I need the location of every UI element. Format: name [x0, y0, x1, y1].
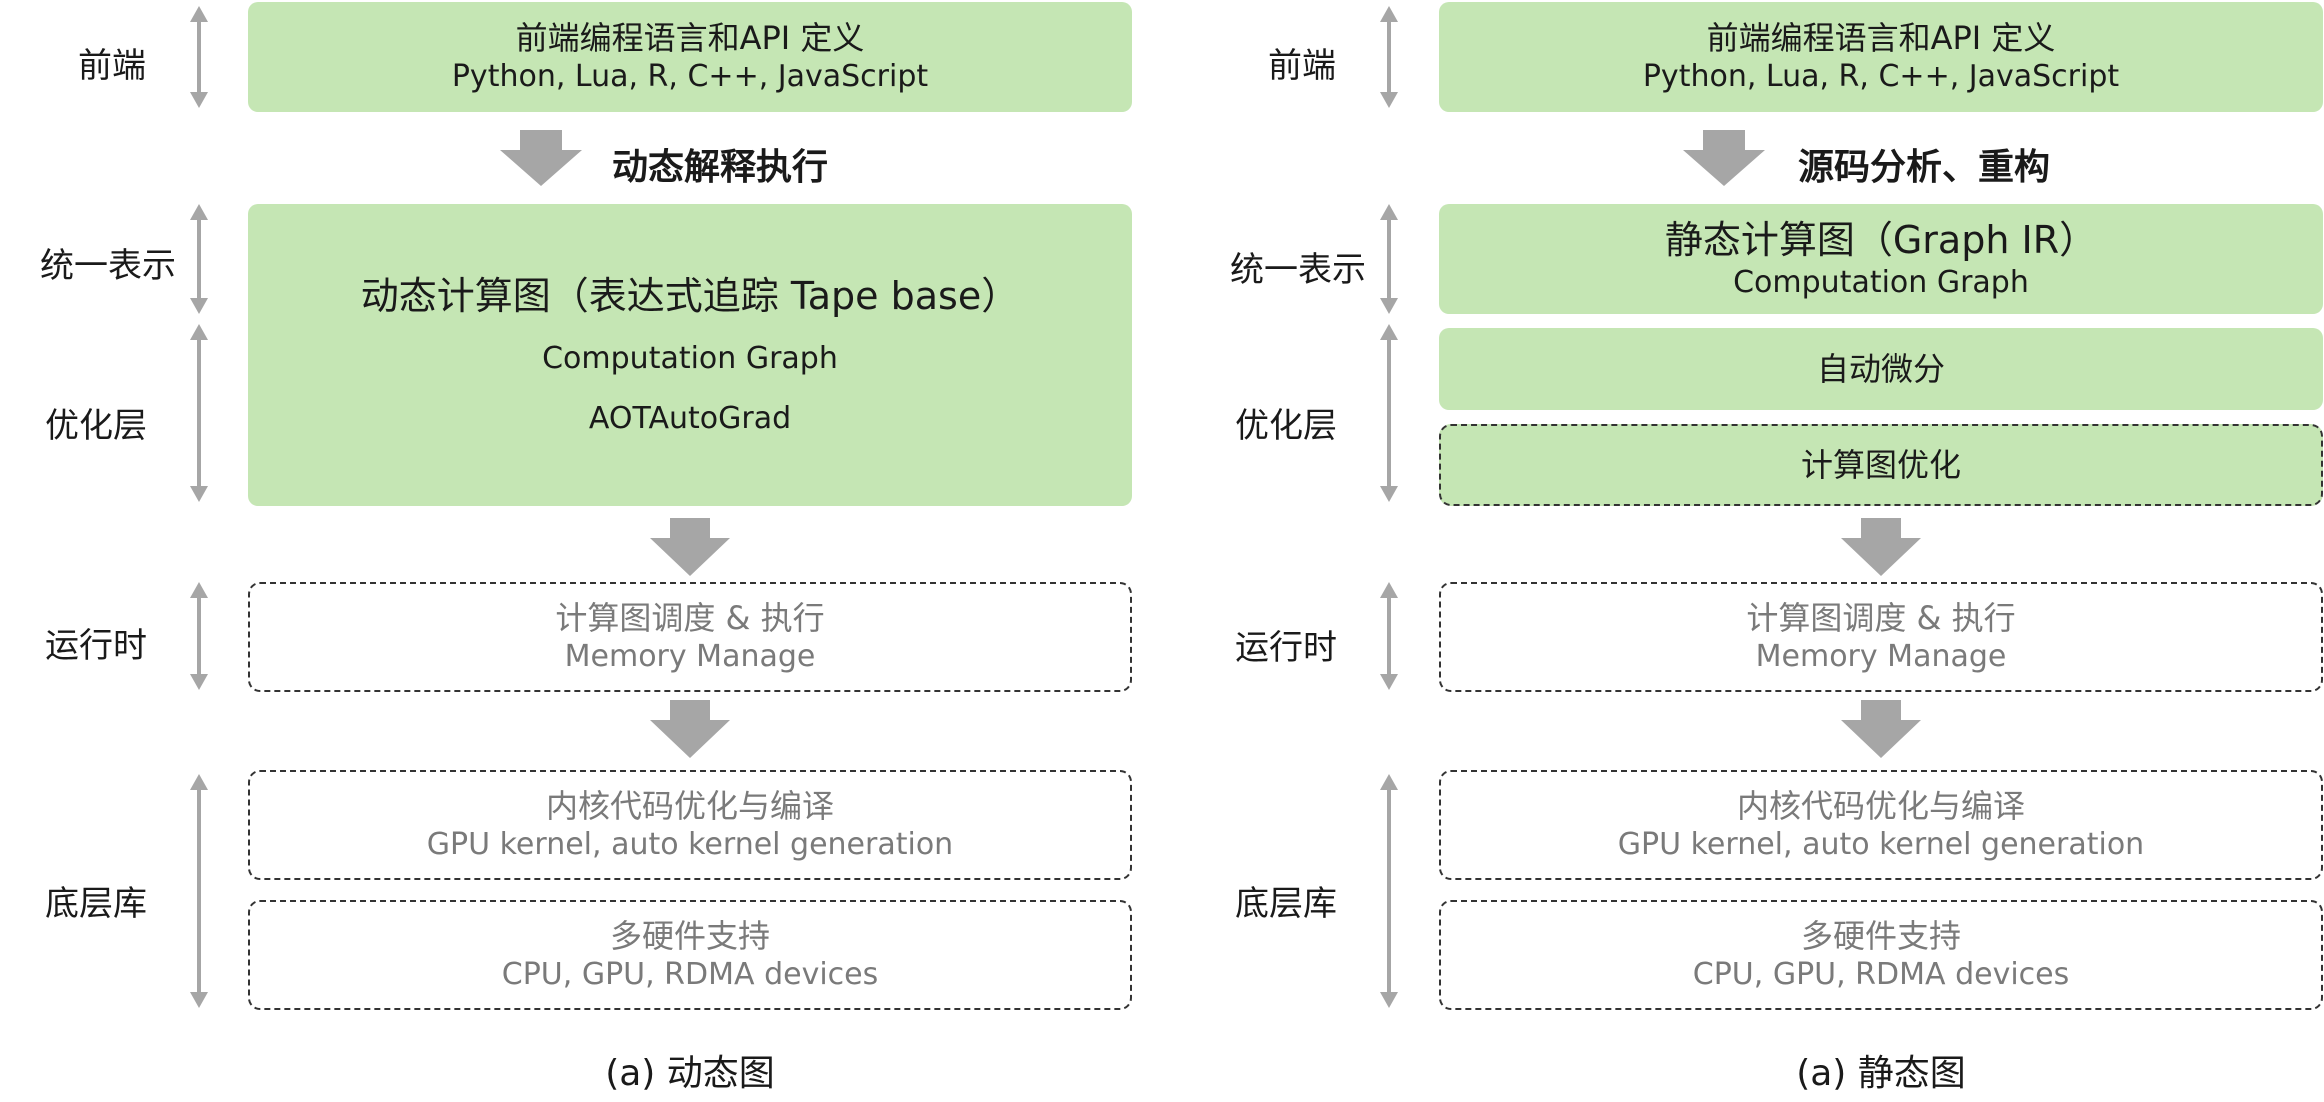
right-unified-span-arrow	[1380, 204, 1398, 314]
right-graph-subtitle: Computation Graph	[1733, 265, 2029, 300]
left-layer-frontend: 前端	[78, 46, 146, 86]
right-step-label: 源码分析、重构	[1798, 147, 2051, 188]
left-hw-subtitle: CPU, GPU, RDMA devices	[501, 957, 879, 993]
right-caption: (a) 静态图	[1796, 1053, 1966, 1094]
right-runtime-box: 计算图调度 & 执行 Memory Manage	[1439, 582, 2323, 692]
right-graph-title: 静态计算图（Graph IR）	[1664, 217, 2098, 262]
right-runtime-span-arrow	[1380, 582, 1398, 690]
right-flow-arrow-1	[1683, 130, 1765, 186]
right-runtime-subtitle: Memory Manage	[1755, 639, 2007, 675]
left-kernel-title: 内核代码优化与编译	[545, 787, 834, 826]
right-layer-runtime: 运行时	[1235, 628, 1337, 668]
right-layer-unified: 统一表示	[1230, 250, 1366, 290]
right-autodiff-title: 自动微分	[1816, 350, 1945, 388]
right-frontend-subtitle: Python, Lua, R, C++, JavaScript	[1642, 59, 2120, 95]
right-kernel-subtitle: GPU kernel, auto kernel generation	[1617, 827, 2145, 863]
left-graph-title: 动态计算图（表达式追踪 Tape base）	[360, 273, 1020, 318]
left-kernel-box: 内核代码优化与编译 GPU kernel, auto kernel genera…	[248, 770, 1132, 880]
left-flow-arrow-2	[650, 518, 730, 576]
right-kernel-box: 内核代码优化与编译 GPU kernel, auto kernel genera…	[1439, 770, 2323, 880]
left-frontend-box: 前端编程语言和API 定义 Python, Lua, R, C++, JavaS…	[248, 2, 1132, 112]
left-unified-span-arrow	[190, 204, 208, 314]
right-frontend-span-arrow	[1380, 6, 1398, 108]
right-optimize-span-arrow	[1380, 324, 1398, 502]
right-graph-box: 静态计算图（Graph IR） Computation Graph	[1439, 204, 2323, 314]
left-layer-lowlevel: 底层库	[45, 884, 147, 924]
left-graph-box: 动态计算图（表达式追踪 Tape base） Computation Graph…	[248, 204, 1132, 506]
left-frontend-span-arrow	[190, 6, 208, 108]
left-flow-arrow-1	[500, 130, 582, 186]
right-autodiff-box: 自动微分	[1439, 328, 2323, 410]
right-graphopt-title: 计算图优化	[1800, 446, 1961, 484]
left-graph-line1: Computation Graph	[542, 341, 838, 377]
left-kernel-subtitle: GPU kernel, auto kernel generation	[426, 827, 954, 863]
left-layer-optimize: 优化层	[45, 406, 147, 446]
left-runtime-span-arrow	[190, 582, 208, 690]
left-lowlevel-span-arrow	[190, 774, 208, 1008]
left-hw-title: 多硬件支持	[609, 917, 770, 956]
right-hw-subtitle: CPU, GPU, RDMA devices	[1692, 957, 2070, 993]
left-step-label: 动态解释执行	[612, 147, 829, 188]
right-layer-lowlevel: 底层库	[1235, 884, 1337, 924]
right-hw-box: 多硬件支持 CPU, GPU, RDMA devices	[1439, 900, 2323, 1010]
right-frontend-box: 前端编程语言和API 定义 Python, Lua, R, C++, JavaS…	[1439, 2, 2323, 112]
left-graph-line2: AOTAutoGrad	[588, 400, 792, 436]
left-optimize-span-arrow	[190, 324, 208, 502]
left-layer-runtime: 运行时	[45, 626, 147, 666]
right-runtime-title: 计算图调度 & 执行	[1746, 599, 2016, 638]
right-hw-title: 多硬件支持	[1800, 917, 1961, 956]
right-layer-frontend: 前端	[1268, 46, 1336, 86]
left-caption: (a) 动态图	[605, 1053, 775, 1094]
right-flow-arrow-3	[1841, 700, 1921, 758]
right-flow-arrow-2	[1841, 518, 1921, 576]
right-lowlevel-span-arrow	[1380, 774, 1398, 1008]
right-graphopt-box: 计算图优化	[1439, 424, 2323, 506]
left-frontend-subtitle: Python, Lua, R, C++, JavaScript	[451, 59, 929, 95]
left-runtime-subtitle: Memory Manage	[564, 639, 816, 675]
left-runtime-box: 计算图调度 & 执行 Memory Manage	[248, 582, 1132, 692]
right-frontend-title: 前端编程语言和API 定义	[1706, 19, 2056, 58]
left-flow-arrow-3	[650, 700, 730, 758]
right-kernel-title: 内核代码优化与编译	[1736, 787, 2025, 826]
left-layer-unified: 统一表示	[40, 246, 176, 286]
right-layer-optimize: 优化层	[1235, 406, 1337, 446]
left-runtime-title: 计算图调度 & 执行	[555, 599, 825, 638]
left-hw-box: 多硬件支持 CPU, GPU, RDMA devices	[248, 900, 1132, 1010]
left-frontend-title: 前端编程语言和API 定义	[515, 19, 865, 58]
